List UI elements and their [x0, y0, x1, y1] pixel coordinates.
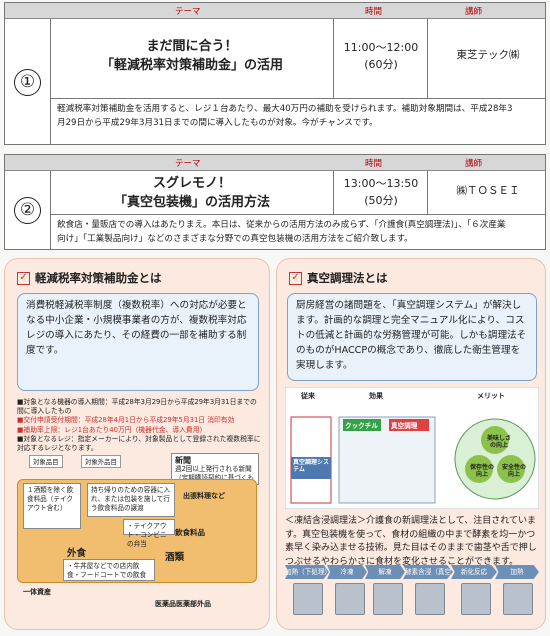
step-6: 加熱	[495, 565, 539, 579]
label-alcohol: 酒類	[165, 552, 185, 563]
session-number: ①	[5, 19, 51, 145]
session-description: 軽減税率対策補助金を活用すると、レジ１台あたり、最大40万円の補助を受けられます…	[51, 98, 545, 145]
check-icon: ✓	[17, 271, 30, 285]
label-food: 飲食料品	[175, 528, 205, 537]
bullet-list: ■対象となる機器の導入期間：平成28年3月29日から平成29年3月31日までの間…	[17, 398, 261, 453]
session-time: 11:00〜12:00 (60分)	[343, 41, 419, 71]
tag-nontarget: 対象外品目	[81, 455, 121, 468]
session-title: まだ間に合う！ 「軽減税率対策補助金」の活用	[100, 39, 283, 73]
session-title: スグレモノ！ 「真空包装機」の活用方法	[113, 176, 270, 210]
intro-box: 厨房経営の諸問題を、「真空調理システム」が解決します。計画的な調理と完全マニュア…	[287, 293, 537, 381]
intro-box: 消費税軽減税率制度（複数税率）への対応が必要となる中小企業・小規模事業者の方が、…	[17, 293, 259, 391]
label-vacuum-cook: 真空調理	[391, 422, 418, 430]
oven-icon	[293, 583, 323, 615]
session-header: テーマ 時間 講師	[5, 3, 545, 19]
tag-target: 対象品目	[29, 455, 63, 468]
reaction-icon	[461, 583, 491, 615]
card-dining-out: ・牛丼屋などでの店内飲食・フードコートでの飲食	[63, 559, 155, 581]
step-1: 加熱（下処理）	[285, 565, 329, 579]
freezer-icon	[335, 583, 365, 615]
thaw-icon	[373, 583, 403, 615]
vacuum-cooking-panel: ✓ 真空調理法とは 厨房経営の諸問題を、「真空調理システム」が解決します。計画的…	[276, 258, 546, 630]
col-conventional: 従来	[301, 392, 315, 400]
panel-title: ✓ 真空調理法とは	[289, 270, 388, 286]
step-2: 冷凍	[327, 565, 367, 579]
header-theme: テーマ	[175, 159, 201, 169]
card-bento: ・テイクアウト・コンビニの弁当	[123, 519, 175, 548]
label-delivery: 出張料理など	[183, 492, 225, 500]
header-instructor: 講師	[465, 7, 483, 17]
panel-title: ✓ 軽減税率対策補助金とは	[17, 270, 162, 286]
label-medicine: 医薬品医薬部外品	[155, 600, 211, 608]
session-time: 13:00〜13:50 (50分)	[343, 177, 419, 207]
process-flow: 加熱（下処理） 冷凍 解凍 酵素含浸（真空包装） 新化反応 加熱	[285, 565, 541, 621]
benefit-storage: 保存性の向上	[469, 464, 494, 478]
session-1: テーマ 時間 講師 ① まだ間に合う！ 「軽減税率対策補助金」の活用 11:00…	[4, 2, 546, 145]
tax-item-diagram: 対象品目 対象外品目 新聞 週2回以上発行される新聞（定期購読契約に基づくもの）…	[15, 449, 263, 625]
step-5: 新化反応	[451, 565, 497, 579]
session-header: テーマ 時間 講師	[5, 155, 545, 171]
col-effect: 効果	[369, 392, 383, 400]
card-food: １酒類を除く飲食料品（テイクアウト含む）	[23, 483, 81, 529]
subsidy-panel: ✓ 軽減税率対策補助金とは 消費税軽減税率制度（複数税率）への対応が必要となる中…	[4, 258, 270, 630]
step-4: 酵素含浸（真空包装）	[403, 565, 453, 579]
session-description: 飲食店・量販店での導入はあたりまえ。本日は、従来からの活用方法のみ成らず、「介護…	[51, 214, 545, 249]
header-instructor: 講師	[465, 159, 483, 169]
header-time: 時間	[365, 159, 383, 169]
label-cook-chill: クックチル	[345, 422, 378, 430]
freeze-method-text: ＜凍結含浸調理法＞介護食の新調理法として、注目されています。真空包装機を使って、…	[285, 516, 537, 567]
label-dining-out: 外食	[67, 548, 87, 559]
session-2: テーマ 時間 講師 ② スグレモノ！ 「真空包装機」の活用方法 13:00〜13…	[4, 154, 546, 250]
benefit-safety: 安全性の向上	[501, 464, 526, 478]
label-vacuum-system: 真空調理システム	[293, 459, 330, 473]
vacuum-packer-icon	[415, 583, 445, 615]
step-3: 解凍	[365, 565, 405, 579]
header-time: 時間	[365, 7, 383, 17]
check-icon: ✓	[289, 271, 302, 285]
header-theme: テーマ	[175, 7, 201, 17]
session-instructor: ㈱ＴＯＳＥＩ	[456, 185, 520, 197]
heater-icon	[503, 583, 533, 615]
col-merit: メリット	[477, 392, 505, 400]
label-bundle: 一体資産	[23, 588, 51, 596]
card-takeout: 持ち帰りのための容器に入れ、または包装を施して行う飲食料品の譲渡	[87, 483, 175, 517]
session-instructor: 東芝テック㈱	[456, 49, 520, 61]
system-diagram	[285, 387, 539, 509]
benefit-taste: 美味しさの向上	[486, 435, 511, 449]
session-number: ②	[5, 171, 51, 249]
